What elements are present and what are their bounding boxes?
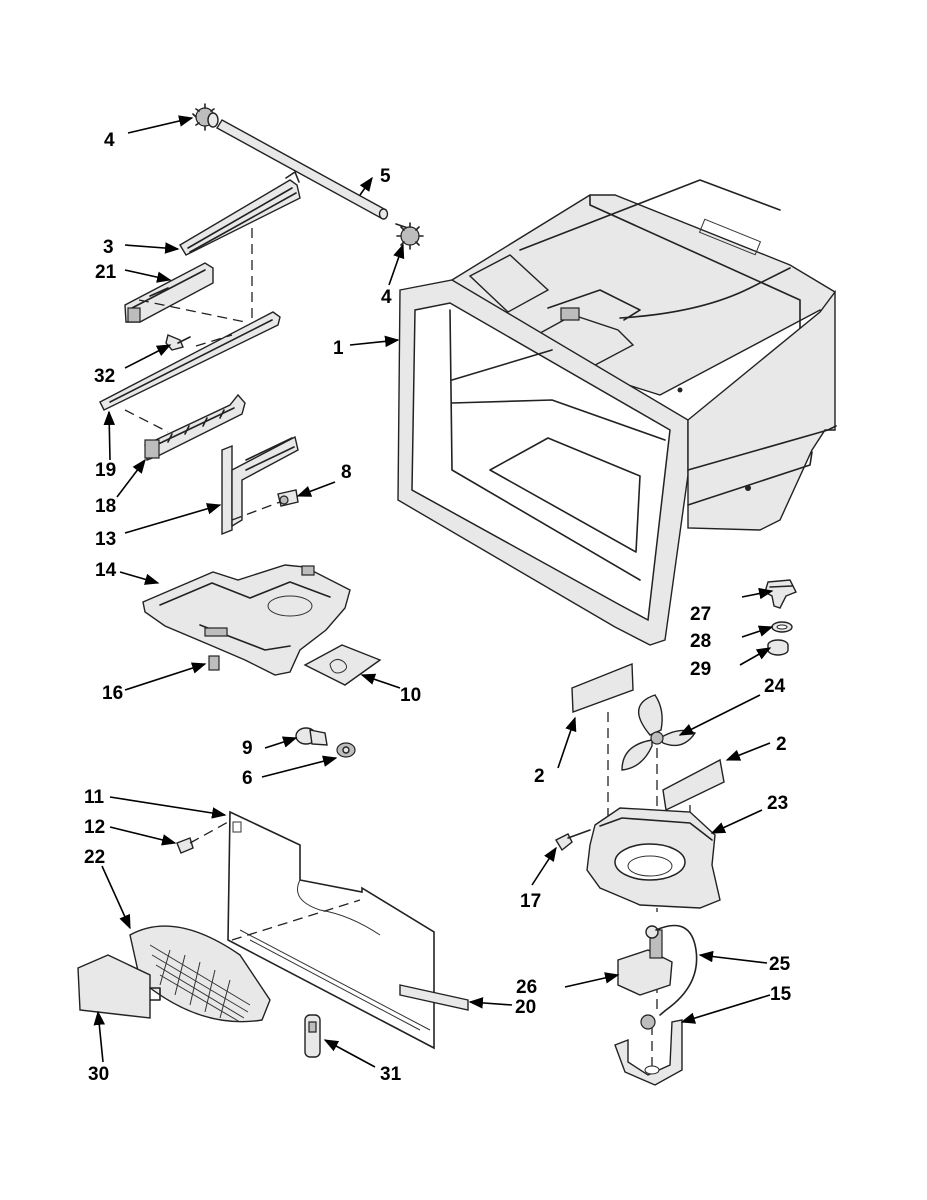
callout-2-right: 2 xyxy=(776,734,787,755)
callout-30: 30 xyxy=(88,1064,109,1085)
callout-4-top: 4 xyxy=(104,130,115,151)
leader-lines xyxy=(93,115,774,1068)
callout-10: 10 xyxy=(400,685,421,706)
callout-4-lower: 4 xyxy=(381,287,392,308)
callout-15: 15 xyxy=(770,984,792,1005)
callout-25: 25 xyxy=(769,954,791,975)
screw-part-8 xyxy=(277,489,299,507)
grille-part-22 xyxy=(129,925,271,1023)
callout-26: 26 xyxy=(516,977,537,998)
rail-part-3 xyxy=(179,171,301,256)
callout-13: 13 xyxy=(95,529,116,550)
callout-3: 3 xyxy=(103,237,114,258)
damper-part-27 xyxy=(764,579,797,609)
fan-blade-part-24 xyxy=(621,694,697,771)
rod-part-5 xyxy=(216,119,389,220)
callout-5: 5 xyxy=(380,166,391,187)
bracket-part-18 xyxy=(144,393,246,461)
liner-part-1 xyxy=(397,179,837,646)
callout-17: 17 xyxy=(520,891,541,912)
screw-part-12 xyxy=(176,821,229,854)
gasket-part-10 xyxy=(303,644,382,686)
callout-11: 11 xyxy=(84,787,105,808)
rail-part-19 xyxy=(99,311,281,411)
callout-12: 12 xyxy=(84,817,105,838)
callout-labels: 4 5 3 4 21 1 32 19 18 8 13 14 16 10 27 2… xyxy=(84,130,792,1085)
grommet-part-15-top xyxy=(640,1014,656,1030)
switch-part-31 xyxy=(304,1014,321,1058)
callout-9: 9 xyxy=(242,738,253,759)
callout-27: 27 xyxy=(690,604,711,625)
wire-part-25 xyxy=(655,924,698,1016)
bracket-part-21 xyxy=(124,262,214,323)
callout-18: 18 xyxy=(95,496,116,517)
motor-part-26 xyxy=(617,925,673,996)
callout-32: 32 xyxy=(94,366,115,387)
callout-29: 29 xyxy=(690,659,711,680)
callout-14: 14 xyxy=(95,560,117,581)
callout-19: 19 xyxy=(95,460,116,481)
screw-part-32 xyxy=(165,334,191,351)
panel-part-11 xyxy=(227,810,435,1050)
gear-part-4-top xyxy=(192,103,219,131)
callout-1: 1 xyxy=(333,338,344,359)
pad-part-2-right xyxy=(662,758,725,812)
callout-24: 24 xyxy=(764,676,786,697)
callout-23: 23 xyxy=(767,793,788,814)
screw-part-17 xyxy=(555,829,591,852)
cap-part-29 xyxy=(767,639,789,656)
clip-part-16 xyxy=(208,655,220,671)
callout-6: 6 xyxy=(242,768,253,789)
pad-part-2-left xyxy=(571,662,634,713)
ring-part-28 xyxy=(771,621,793,633)
bulb-part-9 xyxy=(295,727,328,746)
tray-part-14 xyxy=(142,564,351,676)
shroud-part-23 xyxy=(586,807,721,909)
callout-28: 28 xyxy=(690,631,711,652)
bracket-part-15 xyxy=(614,1019,683,1086)
strip-part-20 xyxy=(399,984,469,1011)
callout-22: 22 xyxy=(84,847,105,868)
callout-21: 21 xyxy=(95,262,117,283)
callout-20: 20 xyxy=(515,997,536,1018)
gear-part-4-lower xyxy=(395,222,424,250)
cover-part-30 xyxy=(77,954,161,1019)
callout-31: 31 xyxy=(380,1064,402,1085)
callout-2-left: 2 xyxy=(534,766,545,787)
socket-part-6 xyxy=(336,742,356,758)
callout-8: 8 xyxy=(341,462,352,483)
callout-16: 16 xyxy=(102,683,123,704)
